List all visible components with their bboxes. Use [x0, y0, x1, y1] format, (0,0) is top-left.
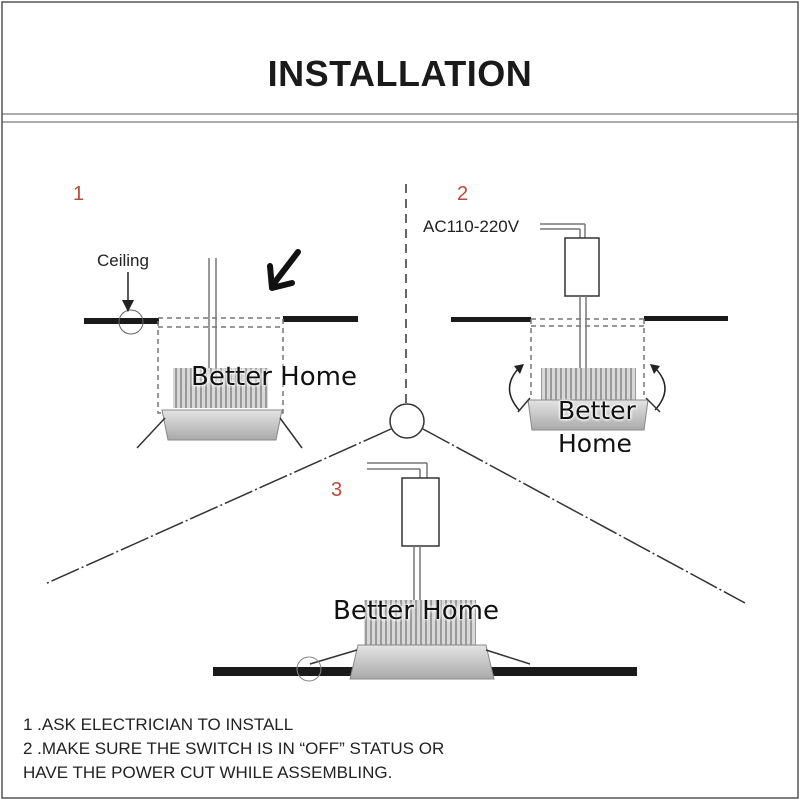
watermark-step2: Better Home: [558, 396, 636, 452]
heatsink-fins: [364, 600, 476, 648]
fixture-trim: [527, 399, 649, 431]
separator-hub: [389, 403, 425, 439]
insert-arrow-icon: [267, 249, 301, 291]
heatsink-fins: [173, 368, 268, 408]
step3-illustration: [213, 462, 637, 682]
separator-right: [422, 428, 746, 604]
voltage-label: AC110-220V: [423, 217, 520, 236]
watermark-step3: Better Home: [333, 596, 499, 626]
spring-clip-left: [309, 649, 358, 665]
spring-clip-left: [136, 417, 166, 449]
ceiling-label: Ceiling: [97, 251, 149, 270]
ceiling-pointer-icon: [122, 300, 134, 312]
page-title: INSTALLATION: [267, 53, 533, 94]
heatsink-fins: [541, 368, 636, 400]
clip-callout-circle: [296, 656, 322, 682]
instruction-note-2: 2 .MAKE SURE THE SWITCH IS IN “OFF” STAT…: [23, 739, 445, 758]
spring-clip-right: [485, 649, 531, 665]
ceiling-right: [283, 316, 358, 322]
step-number-2: 2: [457, 183, 469, 205]
instruction-note-3: HAVE THE POWER CUT WHILE ASSEMBLING.: [23, 763, 393, 782]
fixture-trim: [161, 409, 283, 441]
step1-illustration: [84, 249, 358, 449]
step-number-3: 3: [331, 479, 343, 501]
ceiling-left: [451, 317, 531, 322]
ceiling-left: [84, 318, 159, 324]
spring-clip-right: [279, 417, 303, 449]
step2-illustration: [451, 223, 728, 431]
ceiling-callout-circle: [118, 309, 144, 335]
instruction-note-1: 1 .ASK ELECTRICIAN TO INSTALL: [23, 715, 294, 734]
rotate-arrow-left-icon: [508, 367, 520, 411]
step-number-1: 1: [73, 183, 85, 205]
led-driver: [401, 477, 440, 547]
watermark-step1: Better Home: [191, 362, 357, 392]
led-driver: [564, 237, 600, 297]
separator-left: [44, 428, 392, 585]
fixture-trim: [349, 644, 495, 680]
ceiling-right: [644, 316, 728, 321]
rotate-arrow-right-icon: [654, 367, 666, 411]
